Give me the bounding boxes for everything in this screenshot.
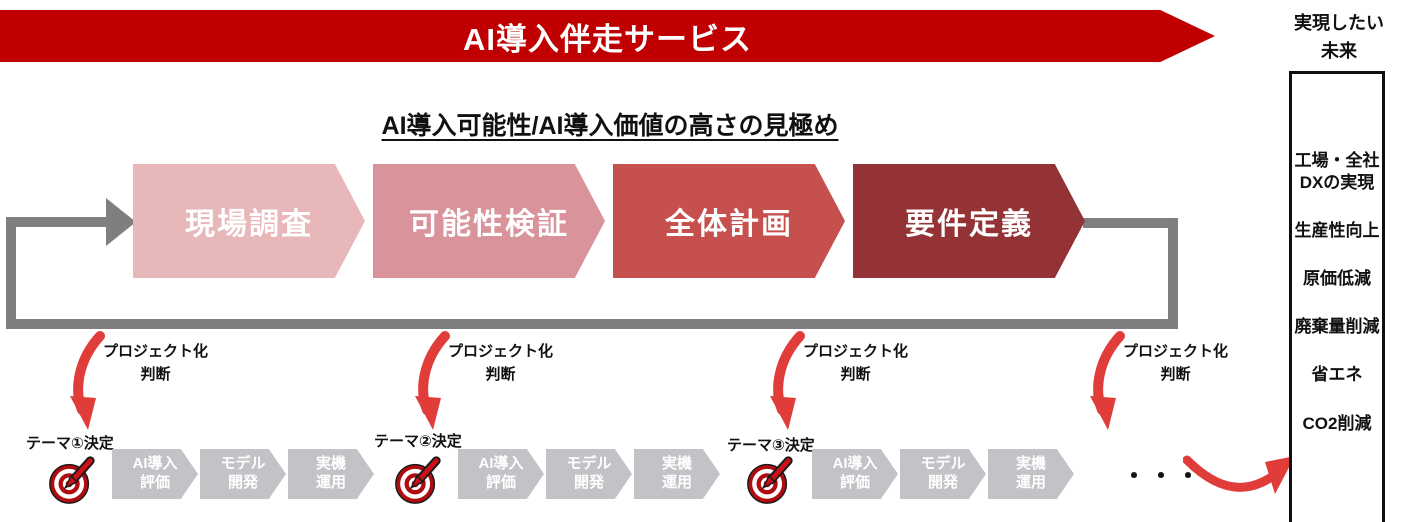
step-chevron-ai-eval: AI導入 評価 [112,449,198,499]
headline: AI導入可能性/AI導入価値の高さの見極め [381,112,839,140]
future-item-productivity: 生産性向上 [1294,221,1380,241]
loop-line-top-right [1083,218,1178,228]
decision-label: プロジェクト化 判断 [802,343,908,384]
curved-down-arrow-icon [1090,331,1125,430]
theme2-label: テーマ②決定 [374,433,462,450]
phase-chevron-requirements: 要件定義 [853,164,1085,278]
future-item-dx: 工場・全社 DXの実現 [1294,151,1380,193]
future-item-cost: 原価低減 [1303,269,1371,289]
ellipsis-dots: ・・・ [1122,463,1203,490]
phase-label: 現場調査 [185,208,313,241]
service-banner-title: AI導入伴走サービス [463,21,752,57]
step-chevron-model-dev: モデル 開発 [900,449,986,499]
future-item-waste: 廃棄量削減 [1294,317,1380,337]
step-chevron-operation: 実機 運用 [988,449,1074,499]
theme1-label: テーマ①決定 [26,435,114,452]
curved-down-arrow-icon [770,331,805,430]
curved-down-arrow-icon [415,331,450,430]
future-goals-box: 工場・全社 DXの実現 生産性向上 原価低減 廃棄量削減 省エネ CO2削減 [1289,71,1385,522]
dartboard-target-icon [49,456,95,504]
loop-line-left [6,217,16,329]
service-banner-arrow: AI導入伴走サービス [0,10,1215,62]
phase-chevron-feasibility: 可能性検証 [373,164,605,278]
dartboard-target-icon [747,456,793,504]
phase-label: 可能性検証 [409,208,569,241]
future-heading: 実現したい 未来 [1294,13,1384,61]
loop-line-bottom [6,319,1178,329]
decision-label: プロジェクト化 判断 [1122,343,1228,384]
theme3-label: テーマ③決定 [727,437,815,454]
curved-down-arrow-icon [70,331,105,430]
decision-label: プロジェクト化 判断 [102,343,208,384]
step-chevron-operation: 実機 運用 [288,449,374,499]
phase-chevron-overall-plan: 全体計画 [613,164,845,278]
step-chevron-ai-eval: AI導入 評価 [812,449,898,499]
phase-chevron-field-survey: 現場調査 [133,164,365,278]
step-chevron-model-dev: モデル 開発 [546,449,632,499]
dartboard-target-icon [395,456,441,504]
loop-line-right [1168,218,1178,329]
future-item-co2: CO2削減 [1302,413,1372,433]
phase-label: 全体計画 [665,208,793,241]
loop-arrowhead-icon [106,198,136,246]
future-item-energy: 省エネ [1311,365,1363,385]
loop-line-top-left [6,217,106,227]
step-chevron-ai-eval: AI導入 評価 [458,449,544,499]
decision-label: プロジェクト化 判断 [447,343,553,384]
curved-right-arrow-icon [1183,455,1295,494]
phase-label: 要件定義 [905,208,1033,241]
step-chevron-operation: 実機 運用 [634,449,720,499]
step-chevron-model-dev: モデル 開発 [200,449,286,499]
